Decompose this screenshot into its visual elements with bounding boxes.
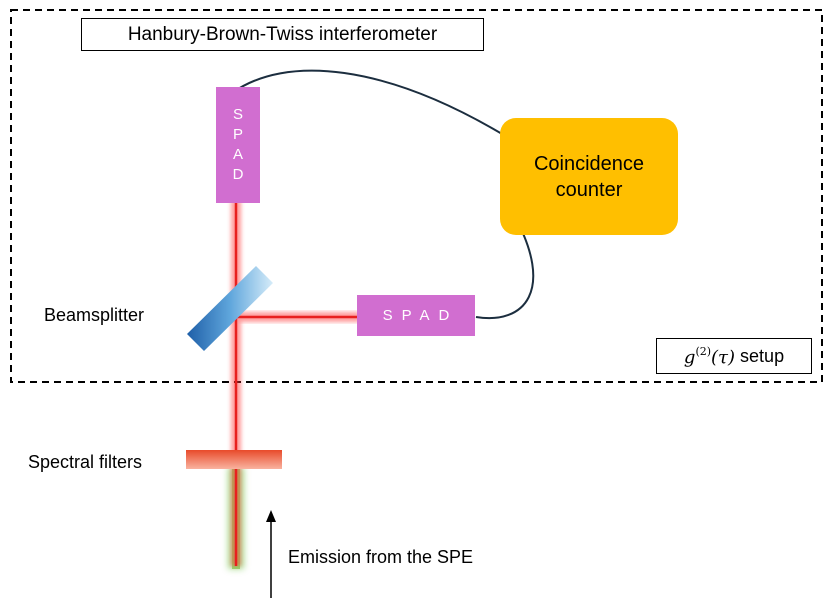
beamsplitter-icon [187,266,273,351]
laser-beam [231,200,360,566]
spectral-filters-label: Spectral filters [28,452,143,472]
spad-letter: S [232,106,243,123]
spad-horizontal: SPAD [357,295,475,336]
cable-bottom [475,214,535,320]
setup-math-arg: (τ) [711,346,736,368]
coincidence-counter: Coincidence counter [500,118,678,235]
title-label: Hanbury-Brown-Twiss interferometer [127,23,438,45]
spectral-filter-icon [186,450,282,469]
spad-letter: P [232,126,243,143]
setup-frame [10,9,823,383]
spad-horizontal-label: SPAD [382,307,459,324]
spad-letter: A [232,146,243,163]
spad-letter: D [232,166,244,183]
beamsplitter-label: Beamsplitter [44,305,145,325]
setup-math-g: g [683,346,696,368]
spad-vertical: S P A D [216,87,260,203]
setup-math: g(2)(τ) [684,345,735,368]
setup-label-box: g(2)(τ) setup [656,338,812,374]
setup-suffix: setup [735,345,785,366]
cable-top [231,69,513,141]
emission-label: Emission from the SPE [288,547,474,567]
setup-math-sup: (2) [695,344,712,358]
emission-arrow-icon [266,510,276,598]
title-box: Hanbury-Brown-Twiss interferometer [81,18,484,51]
counter-line1: Coincidence [533,152,645,175]
counter-line2: counter [555,178,623,201]
